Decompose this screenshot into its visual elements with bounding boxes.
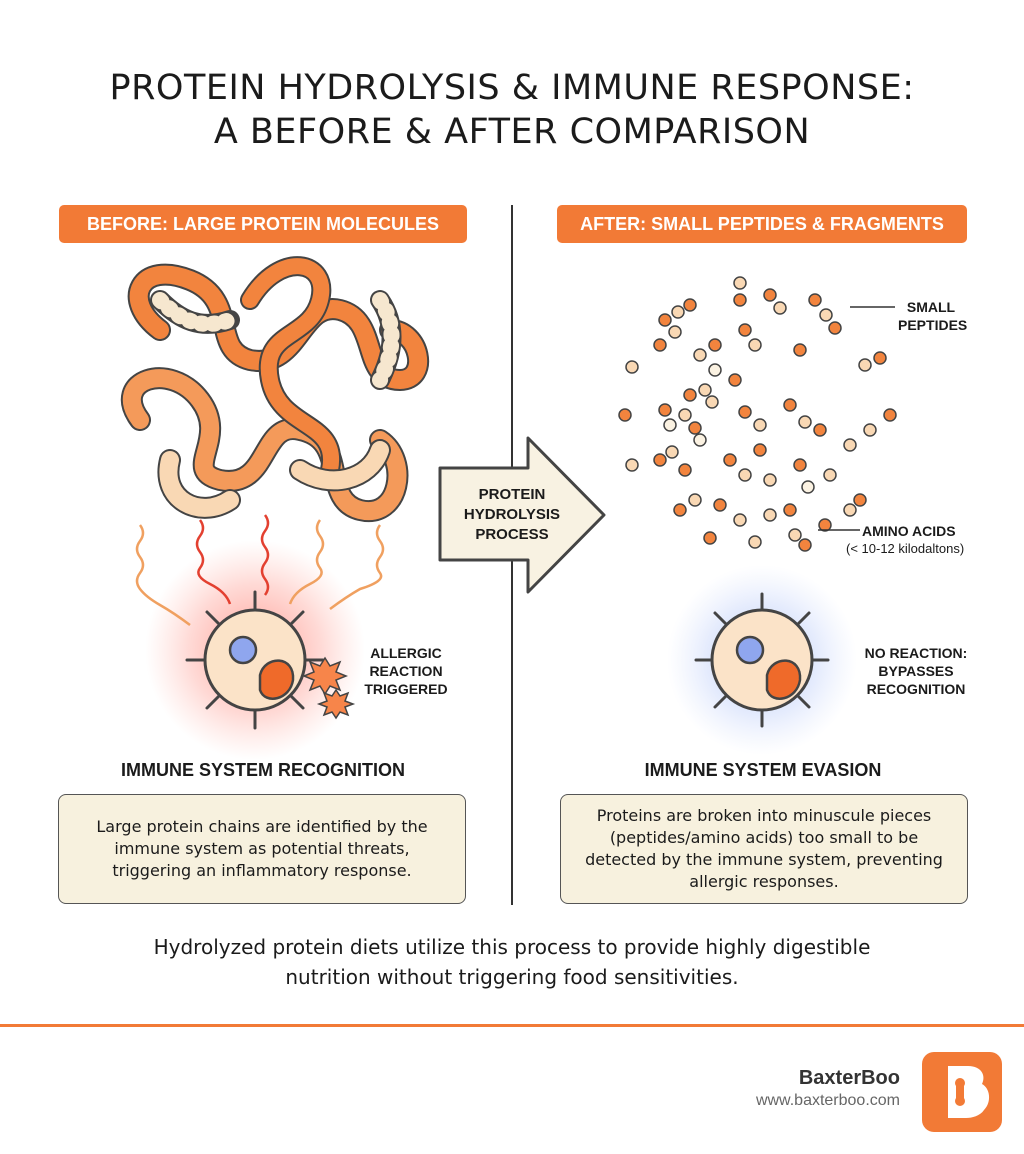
amino-acids-label: AMINO ACIDS [862,523,956,539]
allergic-reaction-label: ALLERGIC REACTION TRIGGERED [364,645,448,697]
brand-block: BaxterBoo www.baxterboo.com [756,1066,900,1112]
protein-chain-icon [121,256,429,523]
conclusion-text: Hydrolyzed protein diets utilize this pr… [153,935,871,989]
brand-name: BaxterBoo [798,1067,900,1089]
before-heading: IMMUNE SYSTEM RECOGNITION [120,760,405,780]
immune-cell-icon [694,592,830,728]
after-description: Proteins are broken into minuscule piece… [585,806,943,891]
peptide-fragments-icon [618,276,897,552]
process-arrow-icon [438,436,606,594]
process-label: PROTEIN HYDROLYSIS PROCESS [463,486,561,543]
brand-url[interactable]: www.baxterboo.com [755,1092,900,1109]
burst-icon [301,656,356,720]
amino-acids-sublabel: (< 10-12 kilodaltons) [846,541,965,556]
title-line-2: A BEFORE & AFTER COMPARISON [213,112,811,152]
illustration [121,256,897,760]
signal-waves [135,514,385,627]
page-title: PROTEIN HYDROLYSIS & IMMUNE RESPONSE: A … [0,66,1024,154]
small-peptides-label: SMALL PEPTIDES [898,299,968,333]
after-heading: IMMUNE SYSTEM EVASION [644,760,882,780]
baxterboo-logo-icon[interactable] [922,1052,1002,1132]
title-line-1: PROTEIN HYDROLYSIS & IMMUNE RESPONSE: [109,68,915,108]
immune-cell-icon [185,590,325,730]
after-badge: AFTER: SMALL PEPTIDES & FRAGMENTS [557,205,967,243]
no-reaction-label: NO REACTION: BYPASSES RECOGNITION [864,645,968,697]
before-description: Large protein chains are identified by t… [96,817,428,880]
footer-divider [0,1024,1024,1027]
before-description-box: Large protein chains are identified by t… [58,794,466,904]
before-badge: BEFORE: LARGE PROTEIN MOLECULES [59,205,467,243]
after-description-box: Proteins are broken into minuscule piece… [560,794,968,904]
